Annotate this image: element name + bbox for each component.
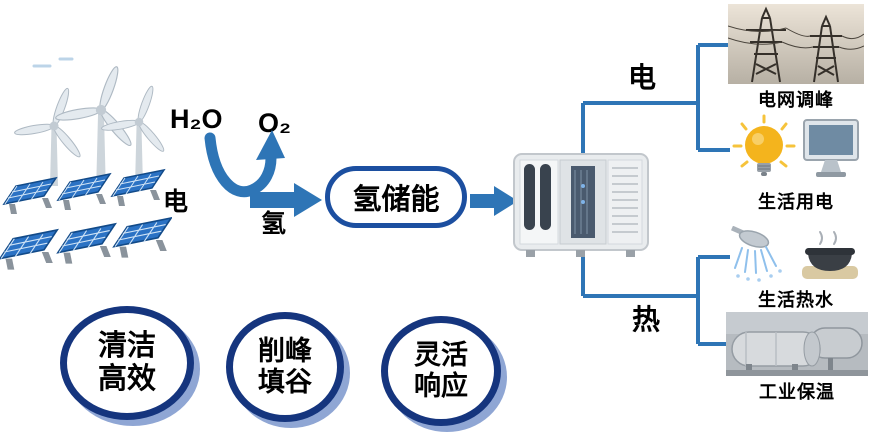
hydrogen-label: 氢 [261, 210, 287, 238]
badge-clean-efficient: 清洁 高效 [60, 306, 194, 420]
sky-dashes-icon [32, 57, 74, 68]
shower-and-hot-pot-icon [730, 225, 858, 282]
flow-arrow-to-fuel-cell [470, 186, 518, 216]
fuel-cell-system-image [512, 146, 652, 266]
badge-line: 清洁 [97, 329, 156, 362]
household-electricity-image [728, 112, 864, 186]
bulb-rays-icon [732, 114, 796, 168]
shower-icon [730, 225, 782, 282]
solar-panels-image [0, 168, 173, 288]
heat-branch-label: 热 [632, 304, 661, 335]
electricity-input-label: 电 [163, 188, 189, 216]
storage-tanks-icon [726, 312, 868, 376]
lightbulb-and-monitor-icon [732, 114, 859, 177]
grid-peak-label: 电网调峰 [758, 90, 834, 110]
badge-flexible-response: 灵活 响应 [381, 316, 501, 426]
hydrogen-storage-node: 氢储能 [325, 166, 467, 228]
badge-line: 高效 [97, 363, 156, 395]
wind-turbines-image [6, 48, 167, 188]
flow-arrow-to-storage [250, 183, 322, 217]
badge-line: 削峰 [258, 335, 312, 366]
industrial-insulation-label: 工业保温 [759, 382, 835, 402]
hydrogen-storage-label: 氢储能 [352, 184, 440, 216]
o2-label: O₂ [258, 108, 291, 138]
wind-turbine-icon [13, 57, 167, 187]
solar-panel-icon [0, 169, 173, 271]
lightbulb-icon [745, 126, 783, 164]
hot-water-image [728, 225, 864, 284]
monitor-icon [803, 119, 859, 177]
h2o-label: H₂O [170, 104, 223, 134]
badge-peak-shaving: 削峰 填谷 [226, 312, 344, 422]
industrial-tanks-image [726, 312, 868, 376]
hot-water-label: 生活热水 [758, 290, 834, 310]
electricity-branch-label: 电 [628, 62, 657, 93]
power-grid-image [727, 4, 865, 84]
hydrogen-fuel-cell-unit-icon [513, 153, 649, 257]
badge-line: 填谷 [258, 367, 312, 397]
badge-line: 响应 [414, 371, 468, 401]
hot-pot-icon [802, 231, 858, 279]
household-electricity-label: 生活用电 [758, 192, 834, 212]
electrolysis-arrow [204, 130, 285, 198]
power-grid-towers-icon [727, 4, 865, 84]
badge-line: 灵活 [414, 339, 468, 370]
